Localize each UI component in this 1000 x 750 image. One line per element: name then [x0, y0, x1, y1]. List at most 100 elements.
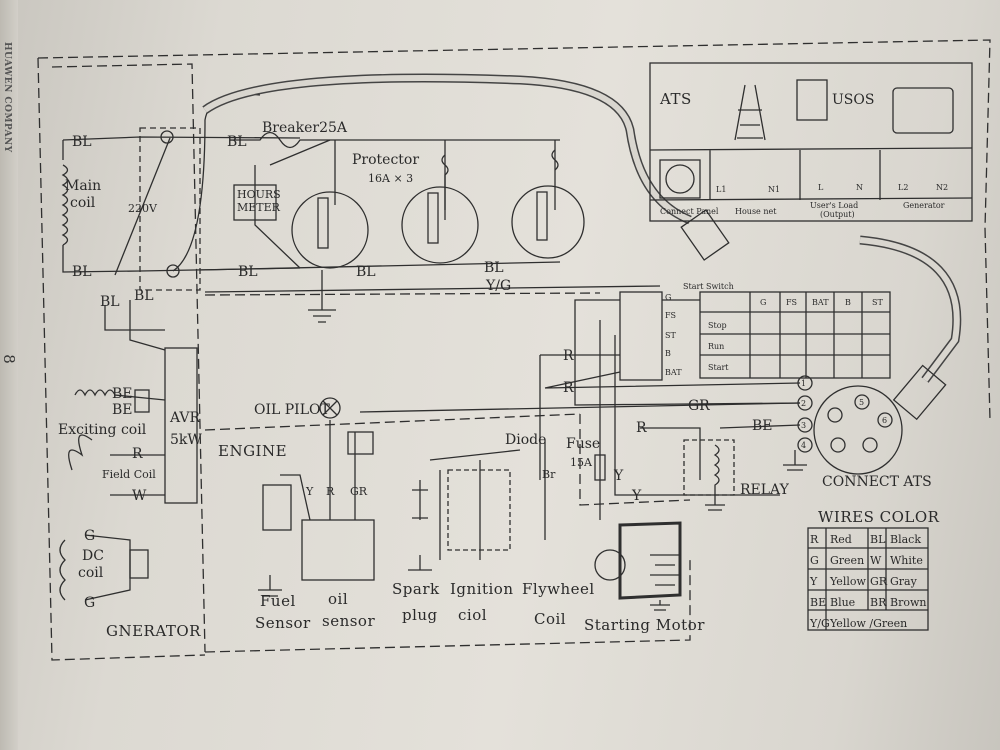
engine-box [204, 413, 691, 653]
pin-6: 6 [882, 416, 887, 425]
switch-term-b: B [665, 349, 671, 358]
bl-label-avr-2: BL [134, 288, 154, 304]
pin-2: 2 [801, 399, 806, 408]
wire-gr-engine: GR [350, 485, 368, 498]
switch-term-fs: FS [665, 311, 676, 320]
oil-sensor-label: oil sensor [322, 590, 375, 630]
connect-ats-plug [813, 385, 903, 475]
field-coil-label: Field Coil [102, 468, 156, 481]
pin-3: 3 [801, 421, 806, 430]
bl-label-panel: BL [227, 134, 247, 150]
breaker-label: Breaker25A [262, 120, 348, 136]
wire-y-2: Y [631, 488, 642, 504]
oil-sensor-line-2: sensor [322, 612, 375, 630]
dc-g-bottom: G [84, 595, 95, 611]
switch-col-bat: BAT [812, 298, 829, 307]
wire-table-cell: Red [830, 533, 852, 546]
ignition-coil-line-2: ciol [458, 606, 487, 624]
usos-label: USOS [832, 92, 874, 108]
terminal-l: L [818, 183, 824, 192]
oil-pilot-label: OIL PILOT [254, 402, 330, 418]
wire-r-2: R [563, 380, 574, 396]
wire-table-cell: W [870, 554, 882, 567]
section-users-load: User's Load [810, 201, 858, 210]
flywheel-coil-line-2: Coil [534, 610, 566, 628]
bl-label-bottom: BL [72, 264, 92, 280]
switch-row-start: Start [708, 363, 729, 372]
ats-title: ATS [659, 90, 692, 108]
main-coil-line-2: coil [70, 195, 96, 211]
generator-box [51, 63, 206, 653]
wire-y-engine: Y [305, 485, 314, 498]
dc-coil-label: DC coil [78, 548, 108, 581]
wire-br-label: Br [542, 468, 556, 481]
voltage-label: 220V [128, 202, 158, 215]
terminal-n2: N2 [936, 183, 948, 192]
wire-be: BE [752, 418, 773, 434]
spark-plug-line-1: Spark [392, 580, 440, 598]
wire-table-cell: BE [810, 596, 826, 609]
section-house-net: House net [735, 207, 777, 216]
wire-table-cell: Yellow [829, 575, 866, 588]
terminal-n: N [856, 183, 863, 192]
wire-r-engine: R [326, 485, 335, 498]
connect-ats-label: CONNECT ATS [822, 474, 932, 490]
wire-table-cell: G [810, 554, 819, 567]
wire-r-3: R [636, 420, 647, 436]
pin-1: 1 [801, 379, 806, 388]
wire-table-cell: Green [830, 554, 864, 567]
wire-table-cell: Blue [830, 596, 855, 609]
dc-coil-line-2: coil [78, 565, 104, 581]
wire-y-1: Y [613, 468, 624, 484]
outer-boundary-left [37, 57, 206, 661]
pin-5: 5 [859, 398, 864, 407]
wire-table-cell: Y [809, 575, 818, 588]
switch-col-b: B [845, 298, 851, 307]
wire-table-cell: Brown [890, 596, 926, 609]
field-r-label: R [132, 446, 143, 462]
outer-boundary [37, 39, 991, 421]
terminal-l2: L2 [898, 183, 908, 192]
spark-plug-line-2: plug [402, 606, 438, 624]
page-binding-edge [0, 0, 18, 750]
fuse-rating: 15A [570, 456, 593, 469]
main-coil-label: Main coil [65, 178, 106, 211]
bl-label-mid: BL [356, 264, 376, 280]
wire-table-cell: R [810, 533, 819, 546]
exciting-coil-label: Exciting coil [58, 422, 147, 438]
generator-section-label: GNERATOR [106, 622, 201, 640]
dc-coil-line-1: DC [82, 548, 104, 564]
start-switch-title: Start Switch [683, 282, 734, 291]
flywheel-coil-line-1: Flywheel [522, 580, 595, 598]
wire-gr: GR [688, 398, 710, 414]
wire-table-cell: Y/G [809, 617, 830, 630]
protector-label: Protector [352, 152, 419, 168]
bl-label-panel-bottom: BL [238, 264, 258, 280]
terminal-l1: L1 [716, 185, 726, 194]
field-w-label: W [132, 488, 147, 504]
section-generator: Generator [903, 201, 945, 210]
switch-term-st: ST [665, 331, 676, 340]
engine-section-label: ENGINE [218, 442, 287, 460]
hours-meter-line-2: METER [237, 201, 281, 214]
switch-col-st: ST [872, 298, 883, 307]
wire-table-cell: White [890, 554, 923, 567]
switch-col-fs: FS [786, 298, 797, 307]
oil-sensor-box [301, 519, 375, 581]
hours-meter-label: HOURS METER [237, 188, 284, 214]
switch-row-run: Run [708, 342, 724, 351]
spark-plug-label: Spark plug [392, 580, 445, 624]
margin-text: HUAWEN COMPANY [2, 42, 12, 153]
be-label-1: BE [112, 386, 133, 402]
bl-label-right: BL [484, 260, 504, 276]
switch-term-bat: BAT [665, 368, 682, 377]
wire-table-cell: Yellow /Green [829, 617, 907, 630]
wire-table-cell: BR [870, 596, 887, 609]
fuse-label: Fuse [566, 436, 600, 452]
bl-label-avr-1: BL [100, 294, 120, 310]
wire-table-cell: BL [870, 533, 886, 546]
wire-table-cell: GR [870, 575, 888, 588]
